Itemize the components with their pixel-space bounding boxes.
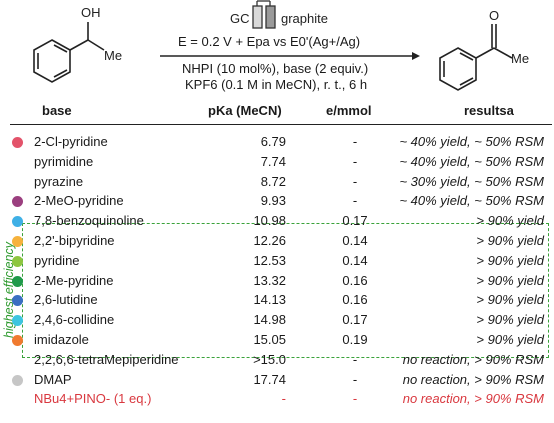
pka-cell: 13.32 xyxy=(253,272,286,288)
table-row: 2-MeO-pyridine 9.93 - ~ 40% yield, ~ 50% RS… xyxy=(0,191,554,210)
result-cell: ~ 30% yield, ~ 50% RSM xyxy=(399,173,544,189)
e-mmol-cell: - xyxy=(352,134,358,149)
sm-oh-label: OH xyxy=(81,5,101,20)
base-cell: pyrazine xyxy=(34,173,84,189)
table-row: imidazole 15.05 0.19 > 90% yield xyxy=(0,330,554,349)
e-mmol-cell: 0.17 xyxy=(342,213,368,229)
pka-cell: 9.93 xyxy=(260,193,286,209)
highlight-box xyxy=(22,223,549,358)
base-cell: 2,2,6,6-tetraMepiperidine xyxy=(34,351,179,367)
base-cell: pyridine xyxy=(34,252,80,268)
pka-cell: 14.13 xyxy=(253,292,286,308)
product-structure xyxy=(439,24,513,91)
result-cell: > 90% yield xyxy=(476,213,544,229)
table-row: pyrimidine 7.74 - ~ 40% yield, ~ 50% RSM xyxy=(0,152,554,171)
potential-condition: E = 0.2 V + Epa vs E0'(Ag+/Ag) xyxy=(178,34,361,49)
e-mmol-cell: 0.17 xyxy=(342,312,368,328)
product-me-label: Me xyxy=(511,51,529,66)
pka-cell: - xyxy=(281,391,286,407)
base-cell: imidazole xyxy=(34,332,89,347)
pka-cell: 8.72 xyxy=(260,173,286,189)
electrode-right-label: graphite xyxy=(281,11,328,26)
result-cell: ~ 40% yield, ~ 50% RSM xyxy=(399,153,544,169)
color-dot-icon xyxy=(12,236,23,247)
table-row: NBu4+PINO- (1 eq.) - - no reaction, > 90% R… xyxy=(0,389,554,408)
e-mmol-cell: - xyxy=(352,193,358,209)
color-dot-icon xyxy=(12,196,23,208)
pka-cell: 17.74 xyxy=(253,371,286,387)
result-cell: ~ 40% yield, ~ 50% RSM xyxy=(399,193,544,209)
table-row: 2,4,6-collidine 14.98 0.17 > 90% yield xyxy=(0,310,554,329)
base-cell: NBu4+PINO- (1 eq.) xyxy=(34,391,152,407)
pka-cell: 6.79 xyxy=(260,134,286,149)
result-cell: no reaction, > 90% RSM xyxy=(402,371,544,387)
result-cell: > 90% yield xyxy=(476,312,544,328)
table-row: pyridine 12.53 0.14 > 90% yield xyxy=(0,251,554,270)
header-base: base xyxy=(42,103,72,118)
color-dot-icon xyxy=(12,216,23,228)
base-cell: 2,2'-bipyridine xyxy=(34,233,115,248)
color-dot-icon xyxy=(12,335,23,346)
table-row: 2-Me-pyridine 13.32 0.16 > 90% yield xyxy=(0,271,554,290)
sm-me-label: Me xyxy=(104,48,122,63)
table-row: 7,8-benzoquinoline 10.98 0.17 > 90% yield xyxy=(0,211,554,230)
color-dot-icon xyxy=(12,137,23,148)
e-mmol-cell: - xyxy=(352,371,358,387)
electrode-left-label: GC xyxy=(230,11,250,26)
table-row: pyrazine 8.72 - ~ 30% yield, ~ 50% RSM xyxy=(0,172,554,191)
e-mmol-cell: - xyxy=(352,391,358,407)
base-cell: 2-MeO-pyridine xyxy=(34,193,124,209)
pka-cell: 7.74 xyxy=(260,153,286,169)
starting-material-structure xyxy=(33,22,105,83)
base-cell: 2-Me-pyridine xyxy=(34,272,114,288)
color-dot-icon xyxy=(12,374,23,386)
color-dot-icon xyxy=(12,275,23,287)
base-cell: DMAP xyxy=(34,371,72,387)
color-dot-icon xyxy=(12,255,23,267)
color-dot-icon xyxy=(12,295,23,307)
table-row: 2-Cl-pyridine 6.79 - ~ 40% yield, ~ 50% RSM xyxy=(0,132,554,151)
result-cell: no reaction, > 90% RSM xyxy=(402,391,544,407)
pka-cell: 15.05 xyxy=(253,332,286,347)
e-mmol-cell: 0.16 xyxy=(342,272,368,288)
pka-cell: >15.0 xyxy=(253,351,286,367)
base-cell: 7,8-benzoquinoline xyxy=(34,213,144,229)
pka-cell: 10.98 xyxy=(253,213,286,229)
table-row: DMAP 17.74 - no reaction, > 90% RSM xyxy=(0,370,554,389)
product-o-label: O xyxy=(489,8,499,23)
header-rule xyxy=(10,124,552,125)
e-mmol-cell: - xyxy=(352,153,358,169)
e-mmol-cell: 0.14 xyxy=(342,233,368,248)
pka-cell: 14.98 xyxy=(253,312,286,328)
result-cell: ~ 40% yield, ~ 50% RSM xyxy=(399,134,544,149)
header-results: resultsa xyxy=(464,103,514,118)
result-cell: > 90% yield xyxy=(476,332,544,347)
e-mmol-cell: - xyxy=(352,173,358,189)
e-mmol-cell: 0.14 xyxy=(342,252,368,268)
table-row: 2,6-lutidine 14.13 0.16 > 90% yield xyxy=(0,290,554,309)
header-pka: pKa (MeCN) xyxy=(208,103,282,118)
e-mmol-cell: 0.16 xyxy=(342,292,368,308)
result-cell: > 90% yield xyxy=(476,292,544,308)
condition-line-2: KPF6 (0.1 M in MeCN), r. t., 6 h xyxy=(185,77,368,92)
table-row: 2,2,6,6-tetraMepiperidine >15.0 - no reacti… xyxy=(0,350,554,369)
reaction-scheme: OH Me GC graphite O Me xyxy=(33,0,529,91)
header-e: e/mmol xyxy=(326,103,372,118)
pka-cell: 12.53 xyxy=(253,252,286,268)
e-mmol-cell: - xyxy=(352,351,358,367)
table-row: 2,2'-bipyridine 12.26 0.14 > 90% yield xyxy=(0,231,554,250)
condition-line-1: NHPI (10 mol%), base (2 equiv.) xyxy=(182,61,369,76)
result-cell: > 90% yield xyxy=(476,272,544,288)
result-cell: no reaction, > 90% RSM xyxy=(402,351,544,367)
base-cell: 2,4,6-collidine xyxy=(34,312,115,328)
base-cell: 2,6-lutidine xyxy=(34,292,98,308)
electrode-icon xyxy=(252,0,276,29)
result-cell: > 90% yield xyxy=(476,252,544,268)
e-mmol-cell: 0.19 xyxy=(342,332,368,347)
color-dot-icon xyxy=(12,315,23,327)
pka-cell: 12.26 xyxy=(253,233,286,248)
base-cell: 2-Cl-pyridine xyxy=(34,134,108,149)
result-cell: > 90% yield xyxy=(476,233,544,248)
base-cell: pyrimidine xyxy=(34,153,94,169)
